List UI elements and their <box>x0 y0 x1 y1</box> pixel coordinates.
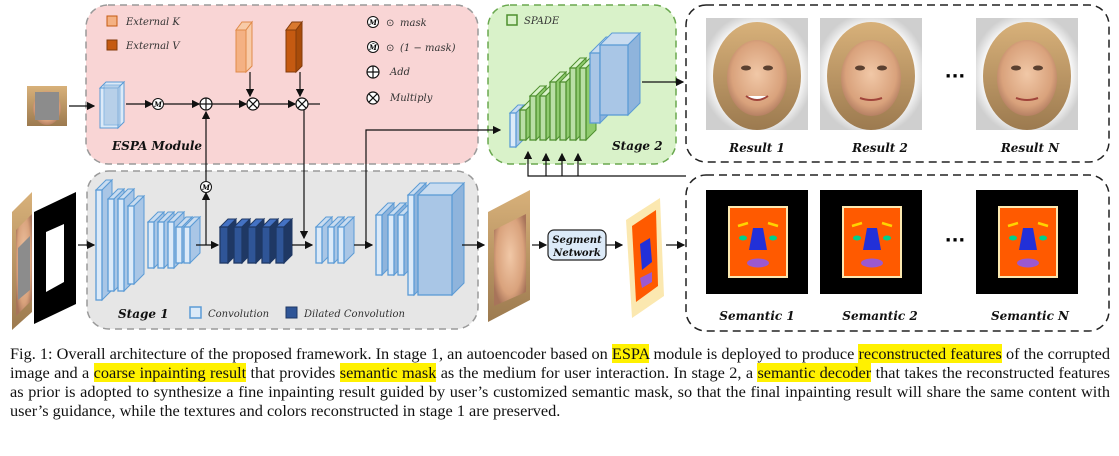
caption-highlight-espa: ESPA <box>611 344 650 363</box>
stage1-encoder-decoder <box>94 178 466 302</box>
espa-multiply-node-k-icon <box>246 97 260 111</box>
face-result-2 <box>820 18 922 130</box>
espa-module-title: ESPA Module <box>111 139 202 153</box>
stage2-semantic-decoder <box>508 31 642 149</box>
caption-highlight-coarse-result: coarse inpainting result <box>93 363 247 382</box>
dilated-convolution-legend-label: Dilated Convolution <box>303 309 405 320</box>
semantic-map-1 <box>706 190 808 294</box>
mask-input-image <box>34 192 76 324</box>
semantic-label-1: Semantic 1 <box>719 309 794 323</box>
mask-symbol-icon <box>367 16 379 28</box>
espa-add-node-icon <box>199 97 213 111</box>
spade-legend-swatch <box>506 14 518 26</box>
stage2-title: Stage 2 <box>612 139 663 153</box>
corrupted-input-image <box>12 192 32 330</box>
add-legend-label: Add <box>389 67 410 78</box>
segment-network-label-1: Segment <box>552 235 602 246</box>
inverse-mask-legend-label: (1 − mask) <box>400 43 456 54</box>
face-result-1 <box>706 18 808 130</box>
inverse-mask-op-glyph: ⊙ <box>386 43 394 54</box>
face-result-n <box>976 18 1078 130</box>
dilated-convolution-legend-swatch <box>285 306 298 319</box>
external-k-label: External K <box>125 17 180 28</box>
espa-input-conv-block <box>98 80 126 130</box>
semantic-map-n <box>976 190 1078 294</box>
stage1-conv-block <box>182 215 202 265</box>
caption-text-1: module is deployed to produce <box>649 344 859 363</box>
external-v-block <box>285 20 303 74</box>
result-label-2: Result 2 <box>851 141 908 155</box>
external-k-swatch <box>106 15 118 27</box>
stage1-conv-block <box>336 215 356 265</box>
masked-input-thumbnail <box>27 86 67 126</box>
external-k-block <box>235 20 253 74</box>
caption-text-5: that takes the reconstructed features as… <box>10 363 1111 420</box>
espa-mask-node-letter: M <box>153 100 162 109</box>
espa-module-region <box>85 4 479 165</box>
stage1-conv-block <box>416 181 466 297</box>
caption-text-3: that provides <box>246 363 340 382</box>
architecture-diagram: External K External V M ⊙ mask M̄ ⊙ (1 −… <box>12 4 1110 332</box>
spade-legend-label: SPADE <box>524 16 560 27</box>
stage1-title: Stage 1 <box>118 307 169 321</box>
semantic-map-2 <box>820 190 922 294</box>
figure-caption: Fig. 1: Overall architecture of the prop… <box>10 344 1110 420</box>
result-label-n: Result N <box>1000 141 1060 155</box>
semantic-mask-image <box>626 198 664 318</box>
stage1-conv-block <box>126 194 146 286</box>
mask-legend-label: mask <box>400 18 427 29</box>
caption-text-2: of the corrupted image and a <box>10 344 1110 382</box>
espa-mask-node-icon <box>152 98 164 110</box>
semantics-ellipsis: ··· <box>945 230 966 251</box>
caption-highlight-semantic-mask: semantic mask <box>339 363 437 382</box>
stage2-output-block <box>598 31 642 117</box>
external-v-swatch <box>106 39 118 51</box>
result-label-1: Result 1 <box>728 141 785 155</box>
semantic-label-n: Semantic N <box>991 309 1070 323</box>
add-legend-icon <box>366 65 380 79</box>
stage1-mask-node-icon <box>200 181 212 193</box>
mask-op-glyph: ⊙ <box>386 18 394 29</box>
espa-multiply-node-v-icon <box>295 97 309 111</box>
multiply-legend-icon <box>366 91 380 105</box>
caption-text-4: as the medium for user interaction. In s… <box>436 363 758 382</box>
stage1-mask-node-letter: M <box>201 183 210 192</box>
semantic-label-2: Semantic 2 <box>842 309 917 323</box>
multiply-legend-label: Multiply <box>389 93 433 104</box>
convolution-legend-label: Convolution <box>208 309 269 320</box>
results-ellipsis: ··· <box>945 66 966 87</box>
inverse-mask-symbol-letter: M̄ <box>368 43 377 52</box>
inverse-mask-symbol-icon <box>367 41 379 53</box>
coarse-inpainting-result <box>488 190 530 322</box>
external-v-label: External V <box>125 41 181 52</box>
caption-highlight-semantic-decoder: semantic decoder <box>757 363 872 382</box>
stage1-dilated-conv-block <box>274 217 294 265</box>
segment-network-label-2: Network <box>552 248 601 259</box>
caption-highlight-reconstructed-features: reconstructed features <box>858 344 1002 363</box>
caption-text-0: Fig. 1: Overall architecture of the prop… <box>10 344 612 363</box>
convolution-legend-swatch <box>189 306 202 319</box>
mask-symbol-letter: M <box>368 18 377 27</box>
